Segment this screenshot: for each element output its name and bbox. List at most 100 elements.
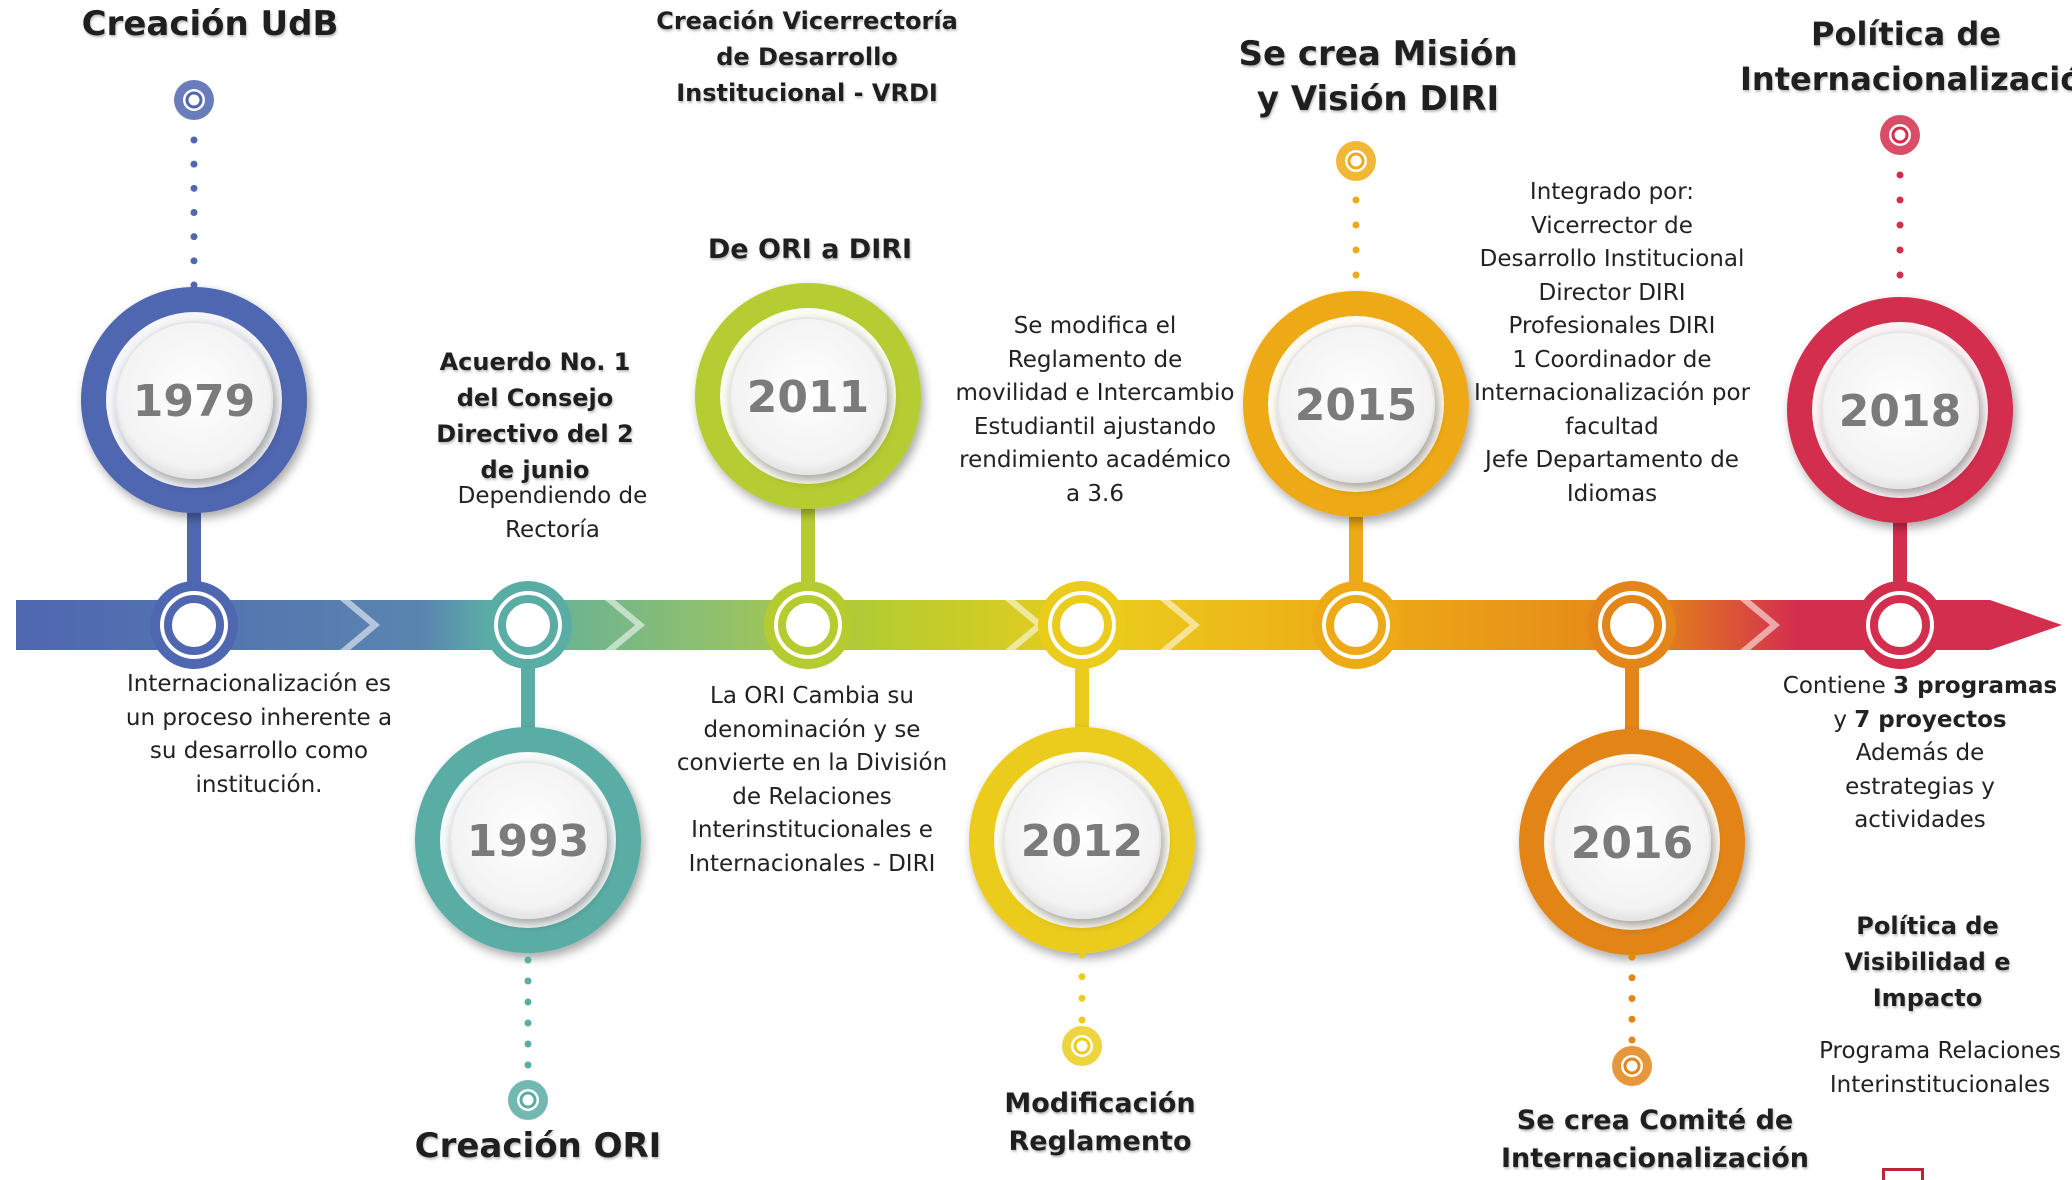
milestone-1993: 1993 [415, 581, 641, 1120]
track-node-ring [1602, 595, 1662, 655]
dotted-connector-dot [190, 209, 198, 216]
year-circle-inner [449, 761, 607, 919]
dotted-connector-dot [1628, 1015, 1636, 1023]
dotted-connector-dot [1896, 246, 1904, 254]
dotted-connector-dot [190, 184, 198, 192]
milestone-2015-description: Integrado por: Vicerrector de Desarrollo… [1462, 176, 1762, 511]
year-label: 2018 [1839, 386, 1961, 437]
milestone-1993-subtitle: Acuerdo No. 1 del Consejo Directivo del … [436, 348, 634, 484]
track-node-ring [1052, 595, 1112, 655]
dotted-connector-dot [524, 956, 532, 964]
track-node-ring [1870, 595, 1930, 655]
year-circle-inner [1003, 761, 1161, 919]
marker-dot-ring [1891, 126, 1909, 144]
track-node-ring [1326, 595, 1386, 655]
description-line: Integrado por: [1529, 179, 1695, 205]
dotted-connector-dot [1078, 951, 1086, 959]
dotted-connector-dot [1352, 196, 1360, 204]
logo-fragment [1882, 1168, 1924, 1180]
milestone-1993-title: Creación ORI [414, 1126, 662, 1166]
marker-dot-ring [1073, 1037, 1091, 1055]
dotted-connector-dot [190, 257, 198, 265]
milestone-2012-description: Se modifica el Reglamento de movilidad e… [955, 313, 1235, 507]
description-line: Vicerrector de [1531, 212, 1693, 239]
milestone-2011-title: Creación Vicerrectoría de Desarrollo Ins… [656, 7, 958, 107]
arrow-chevrons [340, 600, 1780, 650]
milestone-1979-description: Internacionalización es un proceso inher… [125, 671, 393, 798]
description-line: Director DIRI [1538, 279, 1686, 306]
dotted-connector-dot [190, 281, 198, 289]
milestone-2015-title: Se crea Misión y Visión DIRI [1238, 34, 1518, 119]
program-relations-text: Programa Relaciones Interinstitucionales [1819, 1038, 2061, 1098]
year-label: 2015 [1295, 380, 1417, 431]
connector-stem [1349, 504, 1363, 585]
contains-and: y [1833, 706, 1855, 733]
dotted-connector-dot [190, 136, 198, 144]
connector-stem [521, 665, 535, 740]
dotted-connector-dot [1628, 974, 1636, 982]
dotted-connector-dot [1078, 973, 1086, 981]
description-line: Internacionalización por [1473, 380, 1751, 406]
dotted-connector-dot [1896, 171, 1904, 179]
description-line: Profesionales DIRI [1508, 313, 1716, 339]
year-label: 2011 [747, 372, 869, 423]
year-label: 1993 [467, 816, 589, 867]
dotted-connector-dot [524, 1061, 532, 1069]
milestone-2016-title: Se crea Comité de Internacionalización [1501, 1105, 1809, 1174]
policy-visibility-title: Política de Visibilidad e Impacto [1844, 912, 2011, 1012]
milestone-2018: 2018 [1787, 115, 2013, 669]
description-line: Jefe Departamento de [1485, 447, 1739, 473]
milestone-2018-title: Política de Internacionalización [1740, 15, 2072, 98]
year-circle-inner [1821, 331, 1979, 489]
dotted-connector-dot [524, 1019, 532, 1027]
description-line: facultad [1565, 413, 1659, 440]
connector-stem [1625, 665, 1639, 742]
year-circle-inner [1553, 763, 1711, 921]
year-circle-inner [1277, 325, 1435, 483]
dotted-connector-dot [1352, 221, 1360, 229]
dotted-connector-dot [1628, 995, 1636, 1002]
year-label: 2012 [1021, 816, 1143, 867]
year-circle-inner [729, 317, 887, 475]
dotted-connector-dot [1628, 1036, 1636, 1044]
connector-stem [1893, 510, 1907, 585]
track-node-ring [164, 595, 224, 655]
track-node-ring [778, 595, 838, 655]
description-line: 1 Coordinador de [1512, 346, 1712, 373]
milestone-2011-subtitle: De ORI a DIRI [707, 234, 913, 265]
milestone-1979: 1979 [81, 80, 307, 669]
contains-projects: 7 proyectos [1854, 706, 2007, 733]
dotted-connector-dot [190, 160, 198, 168]
connector-stem [1075, 665, 1089, 740]
year-label: 1979 [133, 376, 255, 427]
dotted-connector-dot [524, 998, 532, 1006]
description-line: Idiomas [1566, 480, 1658, 507]
connector-stem [187, 500, 201, 585]
milestone-2016: 2016 [1519, 581, 1745, 1086]
dotted-connector-dot [524, 1040, 532, 1048]
dotted-connector-dot [1352, 246, 1360, 254]
milestone-2015: 2015 [1243, 141, 1469, 669]
contains-prefix: Contiene [1782, 673, 1894, 699]
marker-dot-ring [185, 91, 203, 109]
milestone-1979-title: Creación UdB [81, 4, 339, 44]
year-label: 2016 [1571, 818, 1693, 869]
dotted-connector-dot [524, 977, 532, 985]
dotted-connector-dot [1352, 271, 1360, 279]
marker-dot-ring [1623, 1057, 1641, 1075]
year-circle-inner [115, 321, 273, 479]
dotted-connector-dot [190, 233, 198, 241]
milestone-2012-title: Modificación Reglamento [1004, 1088, 1196, 1157]
dotted-connector-dot [1896, 196, 1904, 204]
description-line: Desarrollo Institucional [1479, 246, 1745, 272]
milestone-2011: 2011 [695, 283, 921, 669]
connector-stem [801, 496, 815, 585]
track-node-ring [498, 595, 558, 655]
contains-rest: Además de estrategias y actividades [1845, 740, 1995, 833]
milestone-1993-description: Dependiendo de Rectoría [457, 483, 648, 543]
dotted-connector-dot [1628, 953, 1636, 961]
contains-programs: 3 programas [1893, 673, 2058, 699]
dotted-connector-dot [1078, 1016, 1086, 1024]
milestone-2012: 2012 [969, 581, 1195, 1066]
